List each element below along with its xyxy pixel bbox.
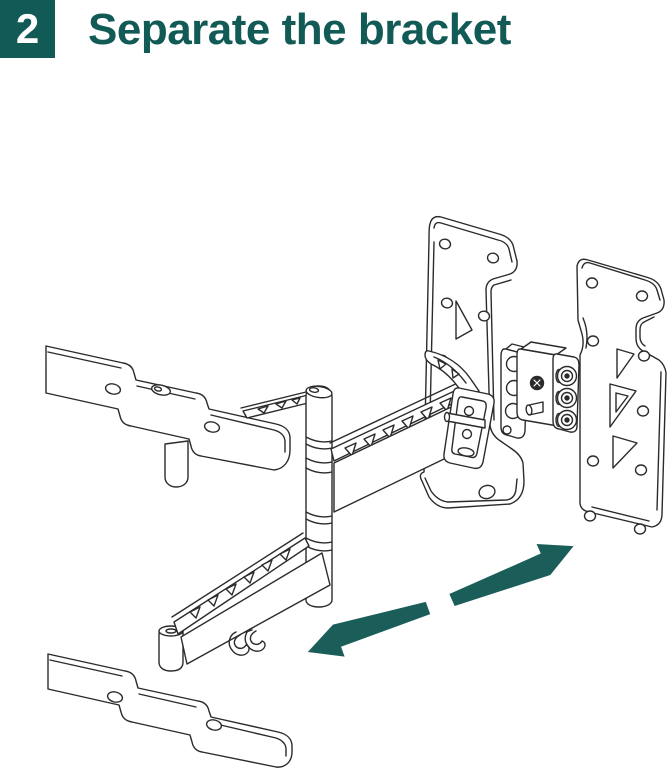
separation-arrow-left <box>307 601 431 657</box>
plate-triangle-cutout <box>455 300 473 340</box>
tilt-block-top <box>520 341 567 356</box>
locking-knobs <box>555 365 578 431</box>
tilt-head-assembly <box>424 341 580 470</box>
wall-plate-bottom <box>47 653 293 768</box>
step-number-badge: 2 <box>0 0 55 58</box>
lower-arm-panel <box>180 552 331 665</box>
loose-pin <box>525 401 544 416</box>
upper-arm <box>329 379 472 513</box>
plate-triangle-cutout <box>612 435 638 469</box>
pivot-post-top <box>164 440 189 488</box>
block-screw <box>529 375 545 391</box>
plate-triangle-cutout <box>616 348 635 379</box>
upper-arm-link <box>240 391 313 419</box>
page-title: Separate the bracket <box>88 5 511 54</box>
pivot-post-bottom <box>158 630 184 672</box>
step-number: 2 <box>15 5 40 52</box>
lower-arm <box>158 532 331 672</box>
cable-clip <box>228 627 266 656</box>
separated-bracket-plate <box>576 258 667 535</box>
wall-plate-top <box>45 345 291 488</box>
separation-arrow-right <box>449 543 574 606</box>
hinge-column <box>305 385 333 608</box>
